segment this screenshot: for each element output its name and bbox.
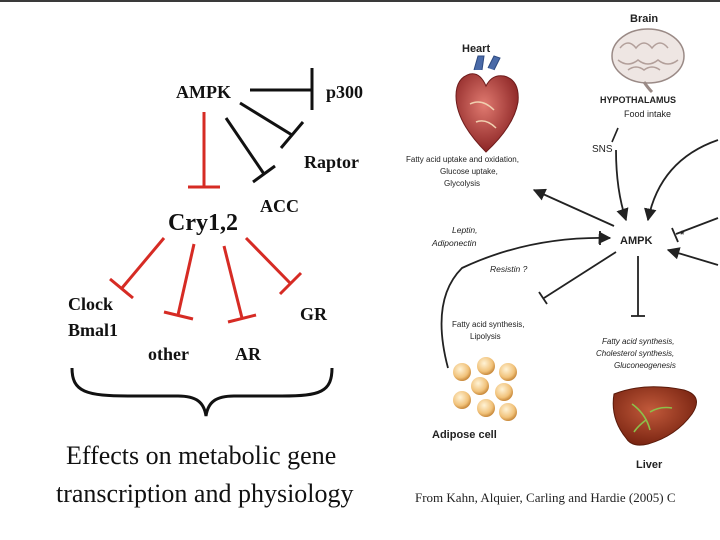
clock-label: Clock [68,294,113,314]
right-to-ampk-arrow-1 [644,139,719,222]
left-diagram: AMPK p300 Raptor ACC Cry1,2 Clock Bmal1 … [56,68,363,508]
brain-illustration [611,28,685,94]
adipose-effect-1: Fatty acid synthesis, [452,320,524,329]
liver-effect-3: Gluconeogenesis [614,361,676,370]
acc-label: ACC [260,196,299,216]
right-diagram: Brain HYPOTHALAMUS Food intake Heart Fat… [406,13,719,505]
caption-line-2: transcription and physiology [56,479,354,508]
p300-label: p300 [326,82,363,102]
adipose-effect-2: Lipolysis [470,332,501,341]
liver-illustration [612,386,697,446]
ar-inhibit-bar [227,313,257,324]
heart-effect-3: Glycolysis [444,179,480,188]
raptor-inhibit-bar [279,121,305,149]
cry-ar-inhibit-line [222,245,244,319]
adipose-inhibit-bar [538,291,548,305]
ampk-to-heart-arrow [532,188,615,227]
food-intake-label: Food intake [624,109,671,119]
right-to-ampk-arrow-2 [666,247,719,266]
other-inhibit-bar [163,310,194,321]
gr-label: GR [300,304,328,324]
right-to-ampk-inhibit [675,217,719,235]
liver-effect-2: Cholesterol synthesis, [596,349,674,358]
sns-line [611,127,619,143]
cry-clock-inhibit-line [120,237,166,289]
gr-inhibit-bar [278,271,303,296]
right-ampk-label: AMPK [620,235,652,247]
right-inhibit-bar [671,227,679,243]
cry-gr-inhibit-line [244,236,292,285]
adiponectin-label: Adiponectin [431,238,477,248]
resistin-label: Resistin ? [490,264,528,274]
star-mark: * [680,229,685,241]
heart-effect-1: Fatty acid uptake and oxidation, [406,155,519,164]
leptin-arrow [440,231,612,369]
sns-to-ampk-arrow [615,149,629,222]
ampk-acc-inhibit-line [224,117,266,175]
citation-text: From Kahn, Alquier, Carling and Hardie (… [415,490,676,505]
brain-label: Brain [630,13,658,25]
ampk-label: AMPK [176,82,231,102]
liver-label: Liver [636,459,663,471]
adipose-label: Adipose cell [432,429,497,441]
cry-other-inhibit-line [176,243,196,316]
cry-label: Cry1,2 [168,210,238,236]
bmal-label: Bmal1 [68,320,118,340]
heart-label: Heart [462,43,490,55]
ampk-to-adipose-inhibit [543,251,617,299]
leptin-label: Leptin, [452,225,478,235]
ampk-raptor-inhibit-line [239,101,293,137]
grouping-brace [70,367,334,417]
heart-effect-2: Glucose uptake, [440,167,498,176]
caption-line-1: Effects on metabolic gene [66,441,336,470]
other-label: other [148,344,189,364]
liver-effect-1: Fatty acid synthesis, [602,337,674,346]
top-border [0,0,720,2]
clock-inhibit-bar [109,277,134,300]
hypothalamus-label: HYPOTHALAMUS [600,95,676,105]
ar-label: AR [235,344,262,364]
sns-label: SNS [592,144,613,155]
heart-illustration [455,55,519,153]
adipose-cells-illustration [453,357,517,421]
raptor-label: Raptor [304,152,359,172]
acc-inhibit-bar [252,164,276,184]
